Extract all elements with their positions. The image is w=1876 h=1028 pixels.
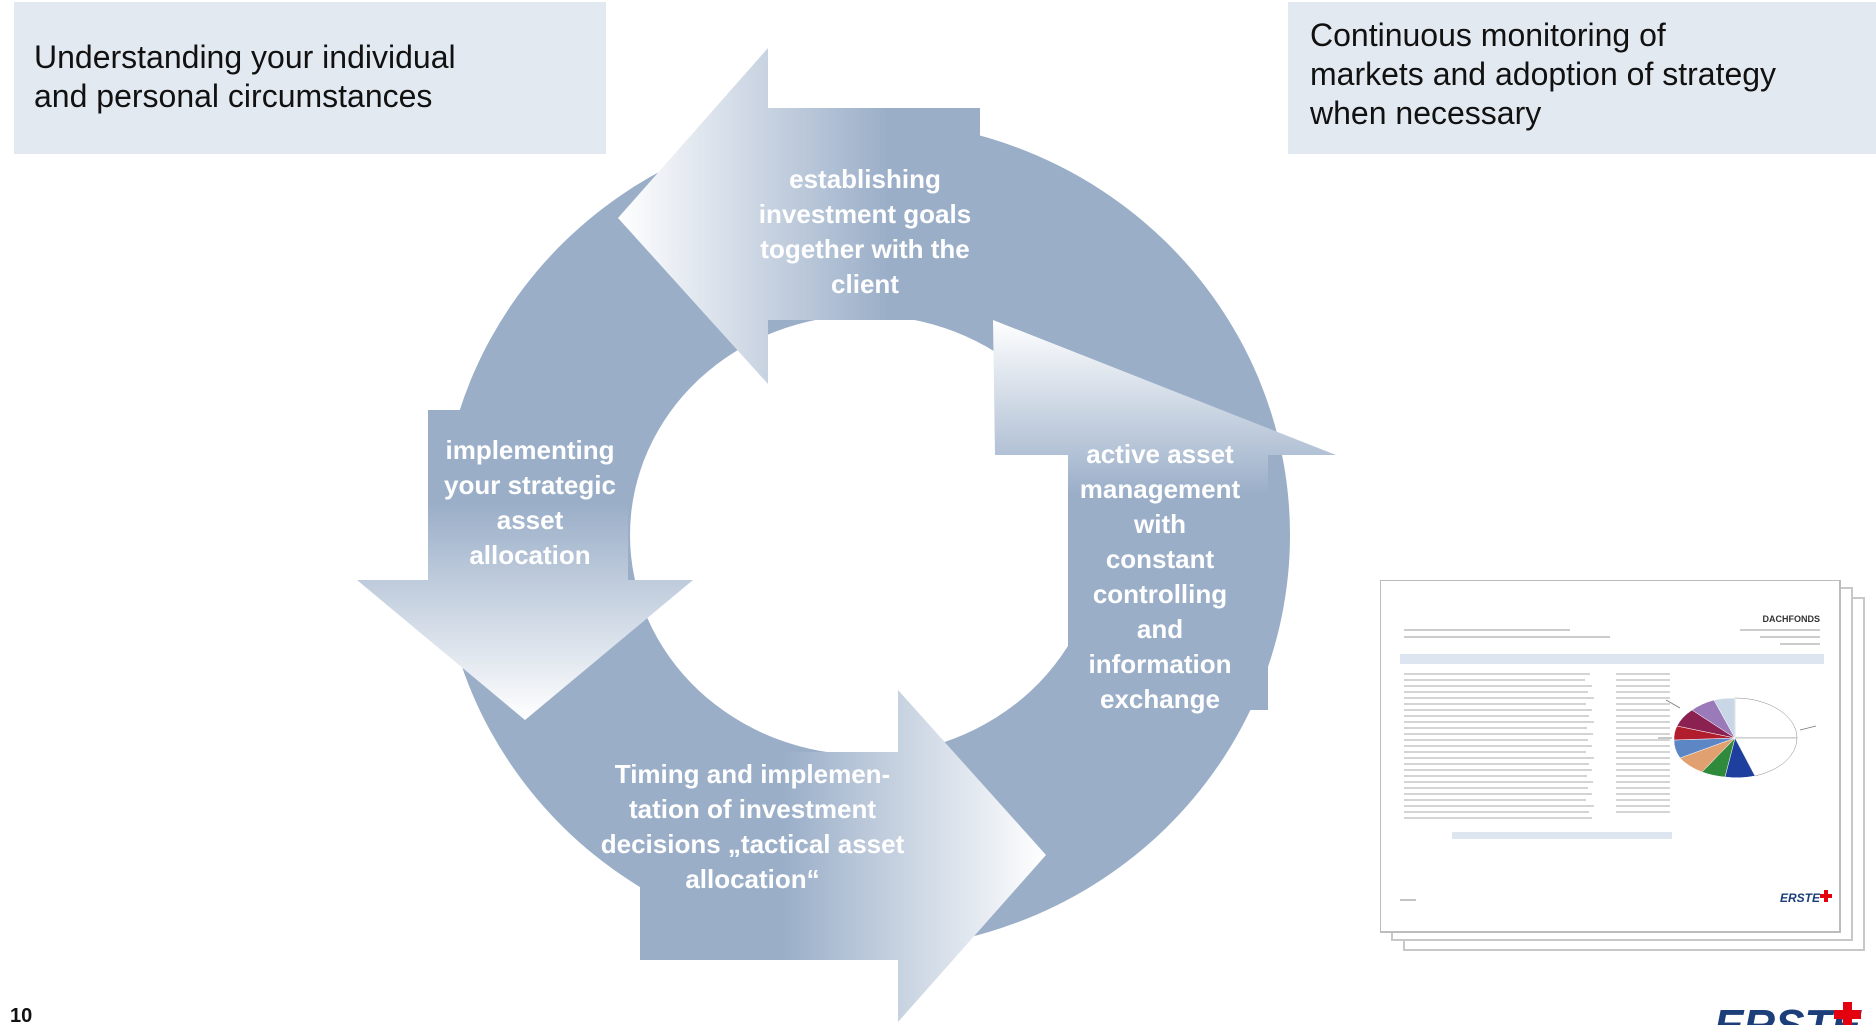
callout-continuous-monitoring: Continuous monitoring of markets and ado…	[1288, 2, 1876, 154]
step-left-line-3: asset	[496, 505, 564, 535]
report-thumbnail: DACHFONDS	[1380, 580, 1865, 951]
step-bottom-line-1: Timing and implemen-	[614, 759, 891, 789]
callout-right-line-3: when necessary	[1310, 95, 1542, 131]
callout-right-line-1: Continuous monitoring of	[1310, 17, 1666, 53]
cycle-arrow-bottom	[640, 690, 1046, 1022]
step-top-line-3: together with the	[760, 234, 970, 264]
cycle-arrow-top	[618, 48, 980, 384]
erste-logo: ERSTE	[1714, 1001, 1862, 1025]
step-label-timing-implementation: Timing and implemen- tation of investmen…	[570, 757, 935, 897]
step-left-line-1: implementing	[445, 435, 615, 465]
step-bottom-line-3: decisions „tactical asset	[600, 829, 905, 859]
step-top-line-4: client	[831, 269, 899, 299]
step-label-establishing-goals: establishing investment goals together w…	[730, 162, 1000, 302]
cycle-arrow-right	[993, 320, 1336, 710]
report-header-title: DACHFONDS	[1763, 614, 1821, 624]
callout-right-line-2: markets and adoption of strategy	[1310, 56, 1777, 92]
step-left-line-4: allocation	[469, 540, 591, 570]
cycle-arrow-left	[357, 410, 693, 720]
step-right-line-5: controlling	[1092, 579, 1228, 609]
step-left-line-2: your strategic	[444, 470, 616, 500]
callout-left-line-2: and personal circumstances	[34, 78, 433, 114]
report-brand-cross-icon	[1820, 890, 1832, 902]
erste-cross-icon	[1834, 1002, 1861, 1025]
report-page-front: DACHFONDS	[1380, 580, 1841, 933]
report-footer-brand: ERSTE	[1780, 891, 1821, 905]
step-right-line-3: with	[1134, 509, 1186, 539]
step-right-line-6: and	[1136, 614, 1184, 644]
step-label-active-management: active asset management with constant co…	[1060, 437, 1260, 717]
step-right-line-1: active asset	[1086, 439, 1234, 469]
step-top-line-2: investment goals	[758, 199, 972, 229]
callout-left-line-1: Understanding your individual	[34, 39, 456, 75]
cycle-ring	[440, 120, 1290, 950]
step-right-line-7: information	[1088, 649, 1232, 679]
step-right-line-2: management	[1079, 474, 1241, 504]
step-right-line-8: exchange	[1100, 684, 1220, 714]
report-pie-chart	[1673, 697, 1798, 778]
step-bottom-line-2: tation of investment	[628, 794, 876, 824]
step-bottom-line-4: allocation“	[685, 864, 820, 894]
step-right-line-4: constant	[1105, 544, 1215, 574]
page-number: 10	[10, 1005, 33, 1027]
step-top-line-1: establishing	[789, 164, 941, 194]
callout-understanding-circumstances: Understanding your individual and person…	[14, 2, 606, 154]
step-label-implementing-allocation: implementing your strategic asset alloca…	[420, 433, 640, 573]
report-table-rows	[1404, 673, 1670, 819]
